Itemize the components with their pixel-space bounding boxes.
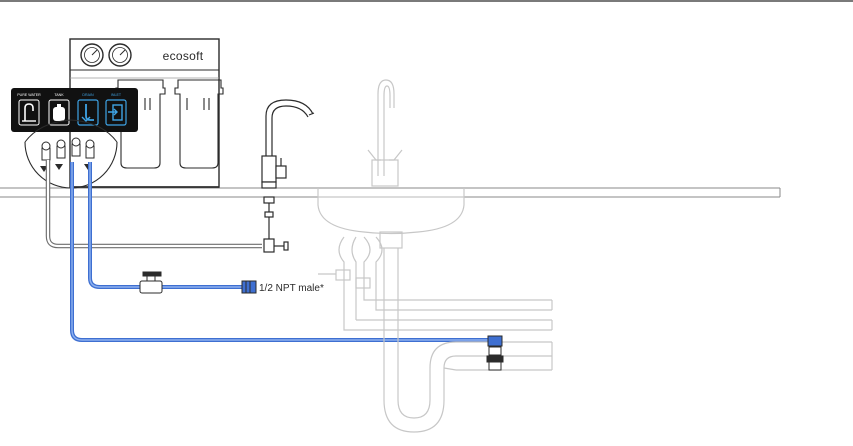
port-label-tank: TANK xyxy=(54,93,64,97)
drain-tube xyxy=(70,162,496,342)
brand-logo: ecosoft xyxy=(163,49,204,63)
filter-unit: ecosoft xyxy=(69,38,224,188)
inlet-connector xyxy=(241,280,257,294)
ball-valve xyxy=(139,271,163,294)
inlet-icon xyxy=(105,99,127,126)
filter-cartridge xyxy=(174,79,224,169)
countertop xyxy=(0,187,781,198)
port-label-inlet: INLET xyxy=(111,93,122,97)
sink xyxy=(317,79,553,433)
inlet-tube xyxy=(88,162,246,289)
tank-icon xyxy=(48,99,70,126)
faucet-icon xyxy=(18,99,40,126)
pure-water-tube xyxy=(45,160,262,249)
pressure-gauge-icon xyxy=(80,43,104,67)
pressure-gauge-icon xyxy=(108,43,132,67)
connector-label: 1/2 NPT male* xyxy=(259,283,324,294)
drain-icon xyxy=(77,99,99,126)
ports-panel: PURE WATER TANK DRAIN INLET xyxy=(11,88,138,132)
fittings-detail-callout xyxy=(24,119,118,189)
ro-faucet xyxy=(261,99,315,253)
port-label-pure-water: PURE WATER xyxy=(17,93,41,97)
drain-saddle-connector xyxy=(486,335,504,371)
port-label-drain: DRAIN xyxy=(82,93,94,97)
